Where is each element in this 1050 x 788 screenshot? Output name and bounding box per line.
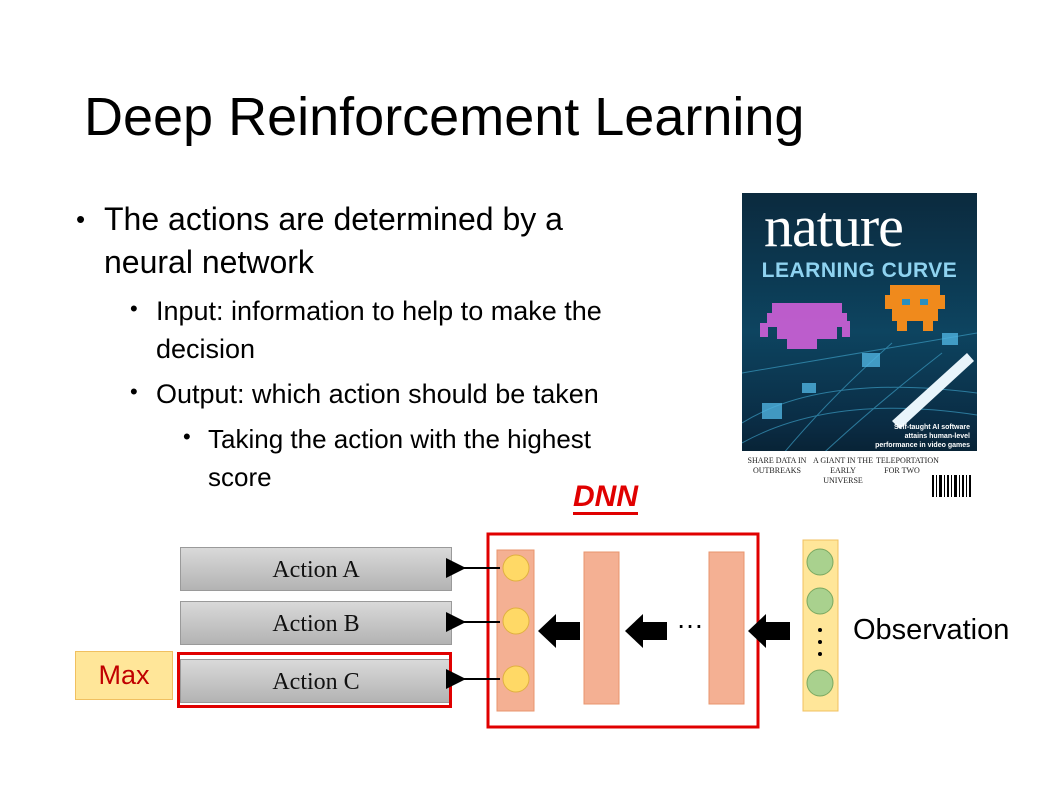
bullet-4-line-2: score <box>208 462 272 492</box>
barcode-icon <box>932 475 971 497</box>
input-node-1 <box>806 548 834 576</box>
cover-headline: LEARNING CURVE <box>761 259 958 282</box>
bullet-3-line-1: Output: which action should be taken <box>156 379 599 409</box>
block-arrow-3 <box>748 614 790 648</box>
output-layer <box>496 549 535 712</box>
action-b-box: Action B <box>180 601 452 645</box>
action-c-box: Action C <box>180 659 452 703</box>
hidden-layers-ellipsis: … <box>676 603 704 634</box>
output-node-c <box>502 665 530 693</box>
output-node-b <box>502 607 530 635</box>
output-node-a <box>502 554 530 582</box>
hidden-layer-2 <box>708 551 745 705</box>
selected-action-highlight <box>177 652 452 708</box>
bullet-1-line-1: The actions are determined by a <box>104 201 563 237</box>
block-arrow-1 <box>538 614 580 648</box>
cover-column-1: SHARE DATA IN OUTBREAKS <box>747 456 807 475</box>
cover-tagline: Self-taught AI software attains human-le… <box>875 424 970 449</box>
cover-column-3: TELEPORTATION FOR TWO <box>876 456 939 475</box>
cover-masthead: nature <box>764 194 904 259</box>
hidden-layer-1 <box>583 551 620 705</box>
slide-title: Deep Reinforcement Learning <box>84 87 805 147</box>
cover-bottom-strip <box>742 451 977 501</box>
cover-column-2: A GIANT IN THE EARLY UNIVERSE <box>813 456 873 485</box>
observation-label: Observation <box>853 614 1010 646</box>
input-node-2 <box>806 587 834 615</box>
input-node-3 <box>806 669 834 697</box>
bullet-4-line-1: Taking the action with the highest <box>208 424 592 454</box>
nature-cover-image: nature LEARNING CURVE Self-taught AI sof… <box>742 193 977 501</box>
bullet-marker: • <box>130 379 138 404</box>
bullet-1-line-2: neural network <box>104 244 314 280</box>
max-label: Max <box>75 651 173 700</box>
input-column <box>802 539 839 712</box>
dnn-label: DNN <box>573 480 638 513</box>
bullet-2-line-2: decision <box>156 334 256 364</box>
bullet-marker: • <box>76 204 86 234</box>
block-arrow-2 <box>625 614 667 648</box>
bullet-marker: • <box>183 424 191 449</box>
action-a-box: Action A <box>180 547 452 591</box>
bullet-marker: • <box>130 296 138 321</box>
dnn-outline <box>486 532 760 729</box>
input-vertical-dots <box>818 628 822 656</box>
bullet-2-line-1: Input: information to help to make the <box>156 296 602 326</box>
